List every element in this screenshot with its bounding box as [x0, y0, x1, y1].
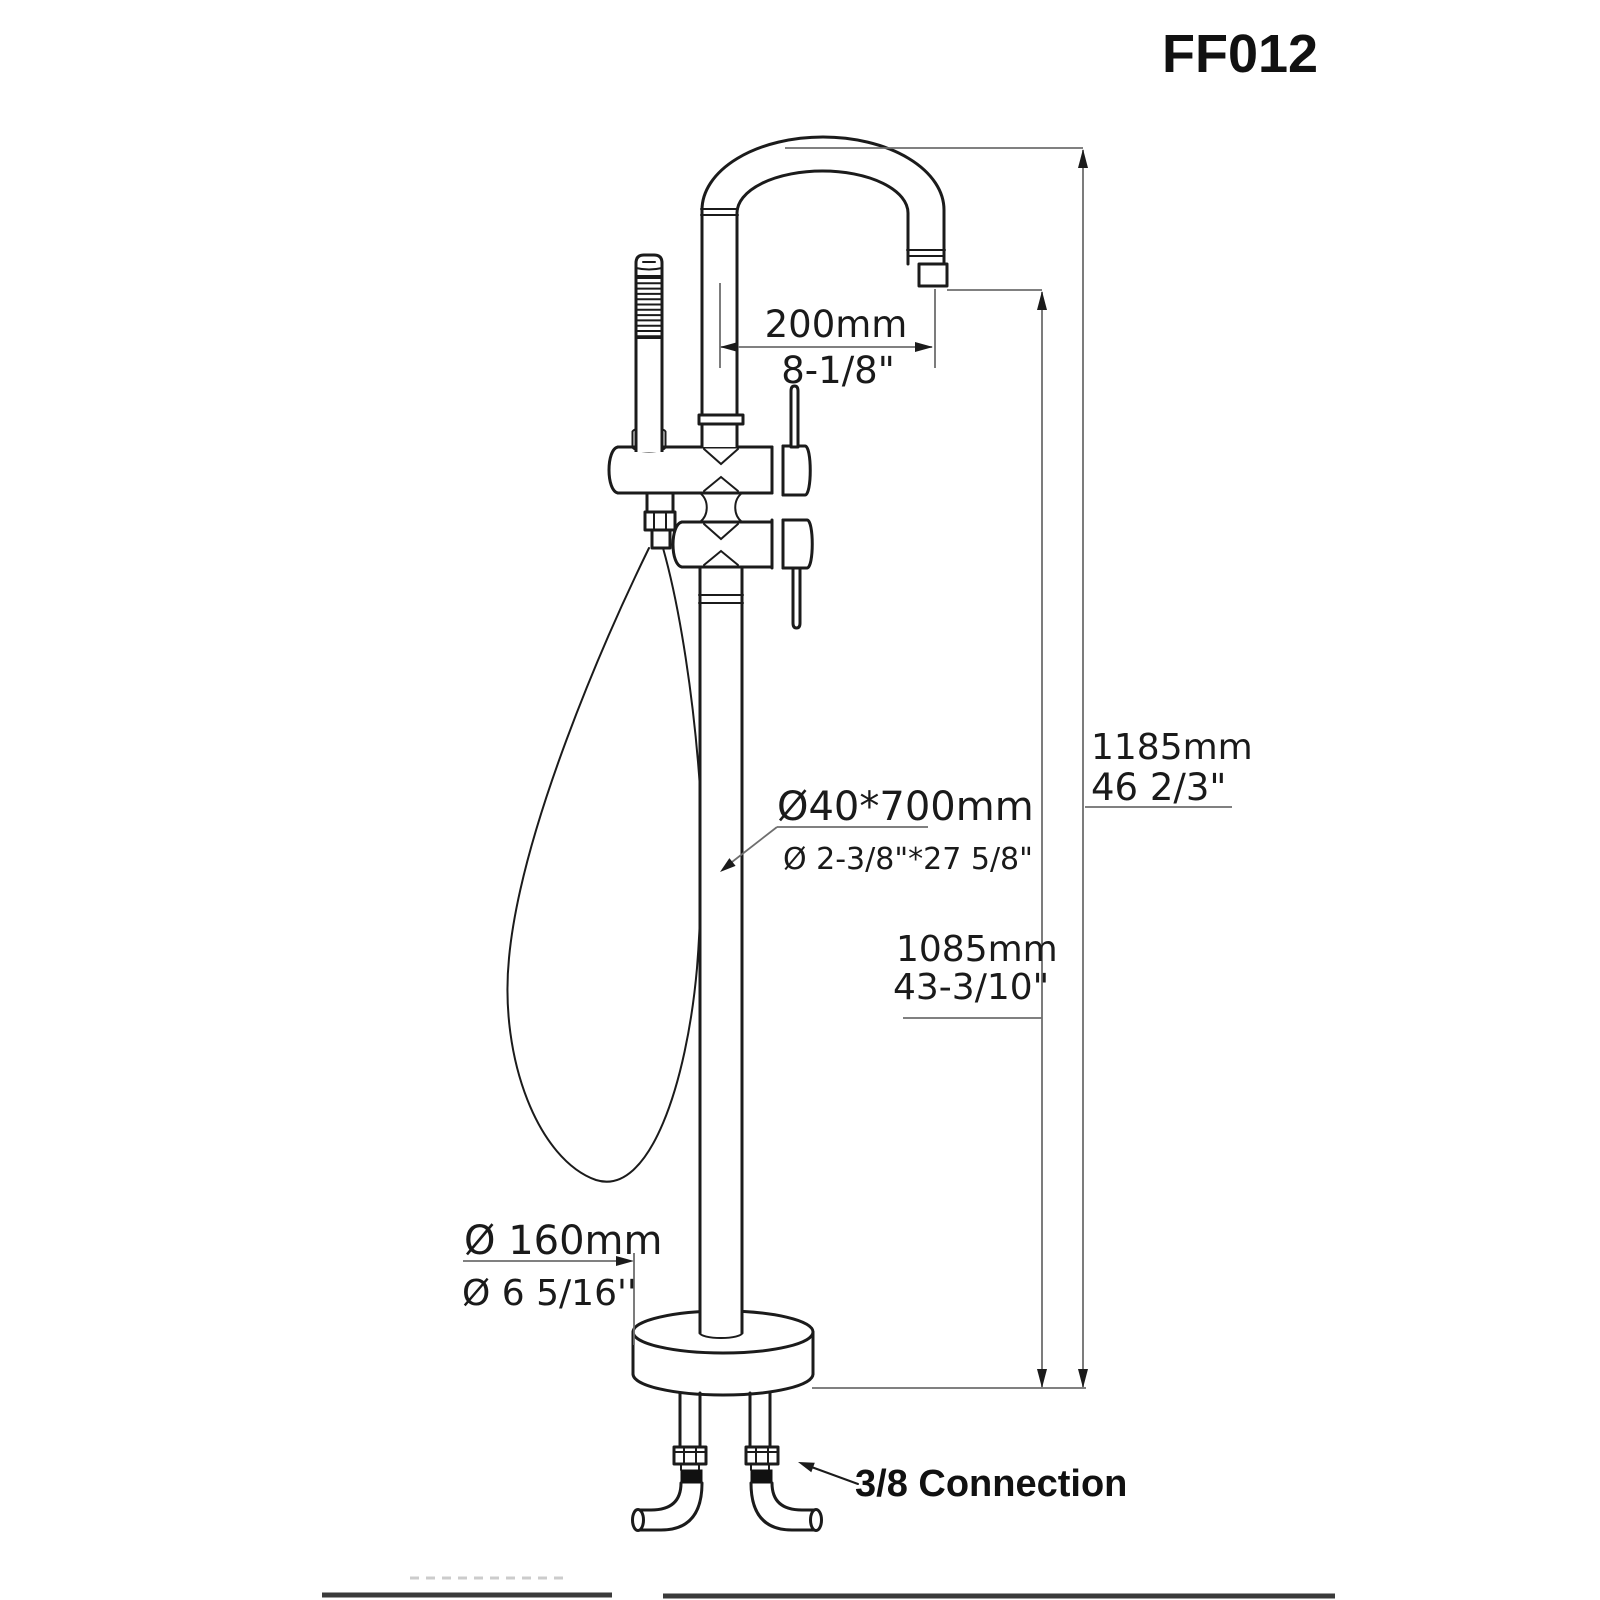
- valve-bottom-notch-upper: [703, 523, 739, 541]
- dimension-labels: FF012 200mm 8-1/8" Ø40*700mm Ø 2-3/8"*27…: [462, 24, 1318, 1505]
- gooseneck-spout: [697, 135, 949, 449]
- hex-nut-right: [744, 1445, 780, 1466]
- label-spout-reach-in: 8-1/8": [781, 349, 894, 392]
- label-spout-height-in: 43-3/10": [893, 967, 1049, 1008]
- elbow-right: [749, 1481, 823, 1532]
- label-connection: 3/8 Connection: [855, 1463, 1127, 1505]
- faucet-drawing: [506, 135, 949, 1532]
- connector-hex-nut: [643, 510, 677, 532]
- nut-neck-right: [750, 1463, 770, 1471]
- label-overall-height-in: 46 2/3": [1091, 766, 1226, 809]
- base-bottom-arc: [631, 1372, 815, 1397]
- label-overall-height-mm: 1185mm: [1091, 727, 1253, 768]
- label-column-mm: Ø40*700mm: [777, 784, 1034, 830]
- valve-bottom-right-cap: [781, 518, 814, 570]
- lever-bottom: [791, 566, 802, 630]
- column-pipe: [698, 565, 744, 1339]
- hose-connector: [643, 491, 677, 550]
- valve-bottom-notch-lower: [703, 549, 739, 566]
- label-spout-height-mm: 1085mm: [896, 929, 1058, 970]
- supply-tube-right: [748, 1391, 772, 1449]
- hose-loop: [506, 547, 703, 1183]
- spout-outer-edge: [700, 135, 946, 449]
- wand-body: [634, 253, 664, 452]
- valve-top-notch-upper: [703, 448, 739, 466]
- connector-block-upper: [645, 491, 675, 514]
- hex-nut-left: [672, 1445, 708, 1466]
- lever-top: [789, 384, 800, 449]
- spout-tip-ring: [906, 249, 946, 257]
- connector-block-lower: [650, 528, 672, 550]
- model-number: FF012: [1162, 24, 1318, 84]
- nut-neck-left: [680, 1463, 700, 1471]
- valve-neck: [699, 492, 743, 523]
- spout-nozzle: [917, 262, 949, 288]
- spout-inner-edge: [735, 169, 910, 449]
- black-band-left: [680, 1469, 703, 1484]
- wand-rib-border: [635, 275, 663, 339]
- valve-top-right-cap: [781, 444, 812, 497]
- page-artifacts: [322, 1576, 1335, 1599]
- column-base-arc: [699, 1332, 743, 1339]
- spout-base-collar: [697, 413, 745, 426]
- temperature-levers: [789, 384, 802, 630]
- hose-outer-curve: [506, 547, 703, 1183]
- supply-connections: [631, 1391, 823, 1532]
- valve-top-notch-lower: [703, 475, 739, 492]
- valve-body-bottom: [671, 518, 814, 570]
- label-column-in: Ø 2-3/8"*27 5/8": [783, 842, 1033, 877]
- label-base-diameter-mm: Ø 160mm: [464, 1218, 662, 1264]
- valve-bottom-outline: [680, 520, 774, 569]
- valve-bottom-left-cap: [671, 520, 684, 569]
- supply-tube-left: [678, 1391, 702, 1449]
- leader-connection-label: [805, 1464, 859, 1485]
- elbow-left: [631, 1481, 704, 1532]
- column-collar: [698, 594, 744, 604]
- valve-body-top: [607, 444, 812, 497]
- valve-top-left-cap: [607, 445, 620, 495]
- black-band-right: [750, 1469, 773, 1484]
- hand-shower-wand: [634, 253, 664, 452]
- spout-joint-marks: [700, 208, 739, 216]
- wand-cap-line: [635, 261, 663, 271]
- hose-inner-curve: [662, 547, 702, 823]
- wand-ribs: [636, 277, 662, 338]
- label-spout-reach-mm: 200mm: [765, 303, 908, 346]
- label-base-diameter-in: Ø 6 5/16'': [462, 1273, 637, 1314]
- dimension-annotations: [463, 147, 1232, 1485]
